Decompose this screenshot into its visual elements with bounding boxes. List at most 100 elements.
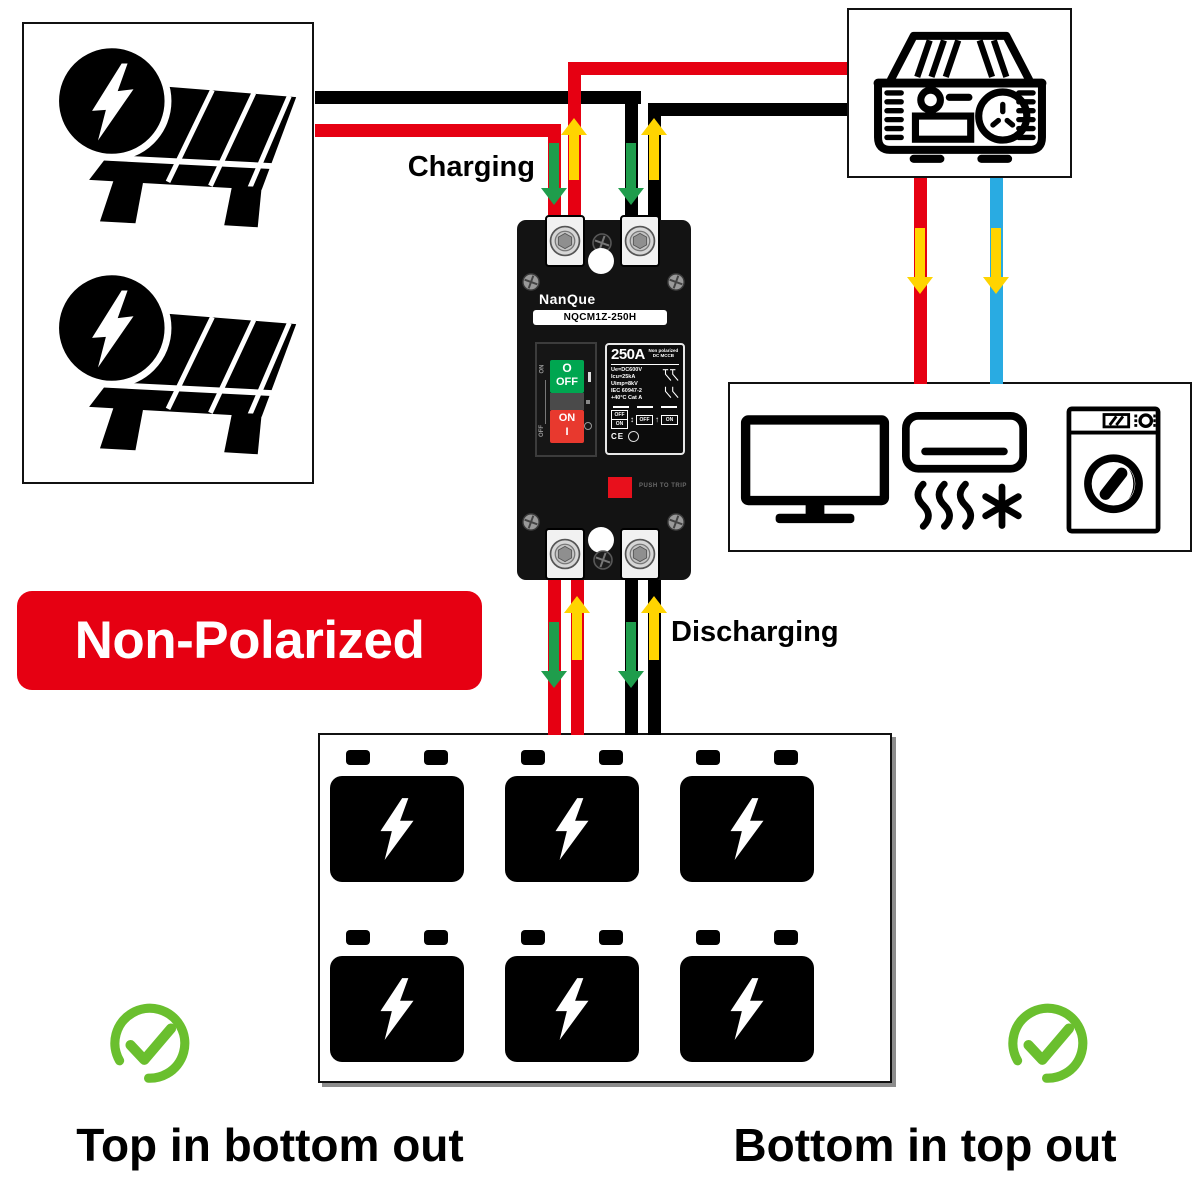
battery-terminal xyxy=(521,930,545,945)
battery-body xyxy=(680,956,814,1062)
battery-body xyxy=(505,956,639,1062)
center-screw-icon xyxy=(593,550,613,570)
mini-switch-box: OFF xyxy=(636,414,653,425)
battery-body xyxy=(330,776,464,882)
spec-line: Ue=DC600V xyxy=(611,367,643,373)
spec-line: Icu=25kA xyxy=(611,374,636,380)
breaker-model: NQCM1Z-250H xyxy=(533,310,667,325)
battery-terminal xyxy=(346,930,370,945)
load-arrow-down xyxy=(983,228,1009,294)
battery-terminal xyxy=(521,750,545,765)
charge-arrow-down xyxy=(541,622,567,688)
circuit-breaker: NanQue NQCM1Z-250H ON OFF O OFF ON I 250… xyxy=(517,215,691,585)
tv-icon xyxy=(740,415,890,524)
battery-body xyxy=(330,956,464,1062)
rule-text-right: Bottom in top out xyxy=(733,1119,1117,1171)
battery-body xyxy=(505,776,639,882)
battery-body xyxy=(680,776,814,882)
mini-switch-box: OFF ON xyxy=(611,410,628,429)
spec-line: Uimp=8kV xyxy=(611,381,638,387)
spec-line: +40°C Cat A xyxy=(611,395,643,401)
switch-off-button: O OFF xyxy=(550,360,584,393)
load-arrow-down xyxy=(907,228,933,294)
switch-slider xyxy=(550,393,584,410)
solar-panel-icon xyxy=(52,41,297,228)
switch-on-symbol: I xyxy=(565,426,569,438)
battery-terminal xyxy=(424,930,448,945)
switch-side-line xyxy=(545,380,546,424)
spec-line: IEC 60947-2 xyxy=(611,388,642,394)
solar-panel-icon xyxy=(52,268,297,455)
solar-panel-box xyxy=(22,22,314,484)
mini-switch-box: ON xyxy=(661,414,678,425)
appliance-box xyxy=(728,382,1192,552)
wire-inverter-positive-horizontal xyxy=(568,62,847,75)
battery-icon xyxy=(505,750,639,882)
discharge-arrow-up xyxy=(564,596,590,660)
mini-arrow-updown: ↕ xyxy=(630,414,634,424)
switch-off-text: OFF xyxy=(556,376,578,388)
battery-terminal xyxy=(774,930,798,945)
check-circle-icon xyxy=(110,1003,190,1083)
battery-terminal xyxy=(346,750,370,765)
switch-mark-off xyxy=(584,422,592,430)
switch-mark-on xyxy=(588,372,591,382)
breaker-terminal-bottom-right xyxy=(620,528,660,580)
rating-text: 250A xyxy=(611,346,645,363)
battery-icon xyxy=(330,750,464,882)
breaker-brand: NanQue xyxy=(539,291,596,307)
cert-logo-icon xyxy=(628,431,640,442)
breaker-terminal-bottom-left xyxy=(545,528,585,580)
air-conditioner-icon xyxy=(902,412,1027,530)
wire-solar-positive-horizontal xyxy=(315,124,561,137)
case-screw-icon xyxy=(522,513,540,531)
charging-label: Charging xyxy=(407,151,535,183)
wire-inverter-negative-horizontal xyxy=(648,103,847,116)
non-polarized-banner: Non-Polarized xyxy=(17,591,482,690)
battery-terminal xyxy=(599,930,623,945)
rating-type: Non polarized DC MCCB xyxy=(648,348,679,358)
breaker-spec-label: 250A Non polarized DC MCCB Ue=DC600V Icu… xyxy=(605,343,685,455)
switch-side-on-label: ON xyxy=(539,364,546,374)
discharge-arrow-up xyxy=(641,118,667,180)
battery-terminal xyxy=(599,750,623,765)
ce-mark: CE xyxy=(611,432,625,441)
inverter-box xyxy=(847,8,1072,178)
case-screw-icon xyxy=(522,273,540,291)
case-screw-icon xyxy=(667,273,685,291)
breaker-terminal-top-right xyxy=(620,215,660,267)
discharge-arrow-up xyxy=(641,596,667,660)
push-to-trip-label: PUSH TO TRIP xyxy=(639,483,687,489)
switch-position-diagram: OFF ON ↕ OFF ↑ ON xyxy=(611,410,679,429)
push-to-trip-button xyxy=(608,477,632,498)
mini-arrow-up: ↑ xyxy=(655,414,659,424)
breaker-port xyxy=(588,248,614,274)
battery-terminal xyxy=(774,750,798,765)
washing-machine-icon xyxy=(1066,406,1161,534)
battery-icon xyxy=(680,750,814,882)
breaker-terminal-top-left xyxy=(545,215,585,267)
inverter-icon xyxy=(873,31,1047,163)
label-divider xyxy=(613,406,677,408)
check-circle-icon xyxy=(1008,1003,1088,1083)
case-screw-icon xyxy=(667,513,685,531)
breaker-switch-panel: ON OFF O OFF ON I xyxy=(535,342,597,457)
battery-terminal xyxy=(696,750,720,765)
battery-terminal xyxy=(424,750,448,765)
wire-solar-negative-horizontal xyxy=(315,91,641,104)
switch-off-symbol: O xyxy=(562,361,572,375)
circuit-schematic-icon xyxy=(662,369,679,398)
switch-mark-trip xyxy=(586,400,590,404)
rule-text-left: Top in bottom out xyxy=(76,1119,464,1171)
breaker-port xyxy=(588,527,614,553)
switch-side-off-label: OFF xyxy=(539,425,545,437)
discharging-label: Discharging xyxy=(671,616,839,648)
discharge-arrow-up xyxy=(561,118,587,180)
battery-icon xyxy=(680,930,814,1062)
switch-on-text: ON xyxy=(558,412,576,424)
battery-terminal xyxy=(696,930,720,945)
charge-arrow-down xyxy=(541,143,567,205)
switch-on-button: ON I xyxy=(550,410,584,443)
charge-arrow-down xyxy=(618,622,644,688)
